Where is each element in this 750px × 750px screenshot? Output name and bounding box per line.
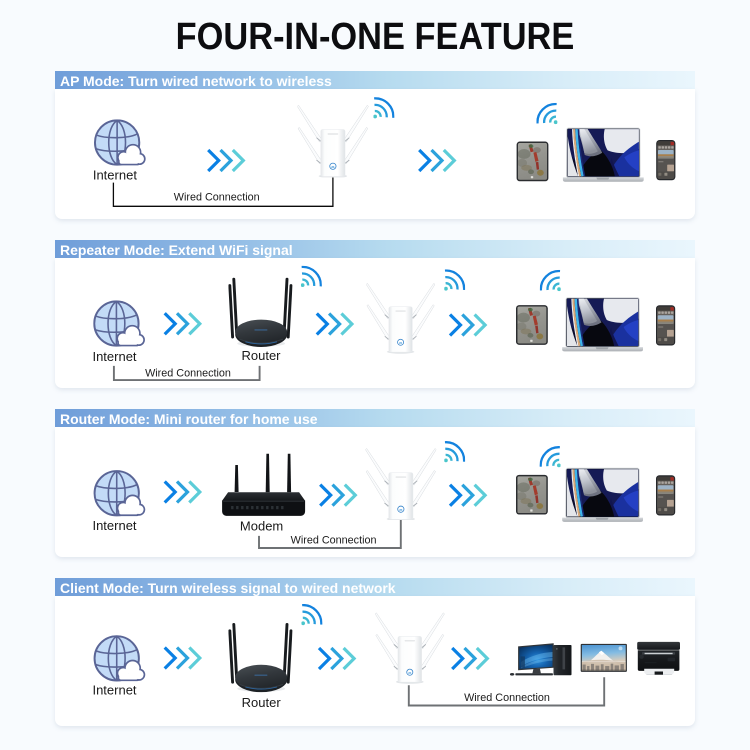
svg-text:Wired Connection: Wired Connection <box>145 368 231 380</box>
svg-text:Internet: Internet <box>92 518 136 533</box>
svg-text:Internet: Internet <box>93 168 137 183</box>
svg-text:Wired Connection: Wired Connection <box>291 535 377 547</box>
svg-text:Internet: Internet <box>92 683 136 698</box>
svg-text:Router: Router <box>241 348 281 363</box>
svg-text:Wired Connection: Wired Connection <box>464 692 550 704</box>
svg-text:Wired Connection: Wired Connection <box>174 192 260 204</box>
svg-text:Internet: Internet <box>92 349 136 364</box>
svg-text:Router: Router <box>242 695 282 710</box>
svg-text:Modem: Modem <box>240 518 283 533</box>
